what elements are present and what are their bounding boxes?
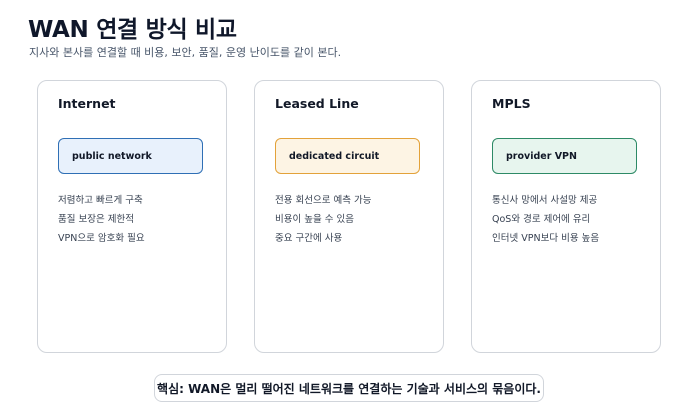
description-line: 인터넷 VPN보다 비용 높음 bbox=[492, 233, 600, 244]
description-line: 통신사 망에서 사설망 제공 bbox=[492, 195, 598, 206]
card-internet: Internet public network 저렴하고 빠르게 구축 품질 보… bbox=[37, 80, 227, 353]
chip-provider-vpn: provider VPN bbox=[492, 138, 637, 174]
card-title: MPLS bbox=[492, 96, 531, 111]
card-title: Internet bbox=[58, 96, 116, 111]
chip-public-network: public network bbox=[58, 138, 203, 174]
card-description-list: 저렴하고 빠르게 구축 품질 보장은 제한적 VPN으로 암호화 필요 bbox=[58, 191, 145, 248]
description-line: 저렴하고 빠르게 구축 bbox=[58, 195, 143, 206]
description-line: 전용 회선으로 예측 가능 bbox=[275, 195, 372, 206]
card-title: Leased Line bbox=[275, 96, 359, 111]
card-mpls: MPLS provider VPN 통신사 망에서 사설망 제공 QoS와 경로… bbox=[471, 80, 661, 353]
description-line: 중요 구간에 사용 bbox=[275, 233, 343, 244]
card-description-list: 전용 회선으로 예측 가능 비용이 높을 수 있음 중요 구간에 사용 bbox=[275, 191, 371, 248]
card-leased-line: Leased Line dedicated circuit 전용 회선으로 예측… bbox=[254, 80, 444, 353]
description-line: 비용이 높을 수 있음 bbox=[275, 214, 354, 225]
description-line: QoS와 경로 제어에 유리 bbox=[492, 214, 591, 225]
summary-callout: 핵심: WAN은 멀리 떨어진 네트워크를 연결하는 기술과 서비스의 묶음이다… bbox=[154, 374, 544, 402]
description-line: VPN으로 암호화 필요 bbox=[58, 233, 145, 244]
page-subtitle: 지사와 본사를 연결할 때 비용, 보안, 품질, 운영 난이도를 같이 본다. bbox=[29, 46, 342, 59]
page-title: WAN 연결 방식 비교 bbox=[28, 17, 237, 43]
description-line: 품질 보장은 제한적 bbox=[58, 214, 134, 225]
chip-dedicated-circuit: dedicated circuit bbox=[275, 138, 420, 174]
card-description-list: 통신사 망에서 사설망 제공 QoS와 경로 제어에 유리 인터넷 VPN보다 … bbox=[492, 191, 599, 248]
